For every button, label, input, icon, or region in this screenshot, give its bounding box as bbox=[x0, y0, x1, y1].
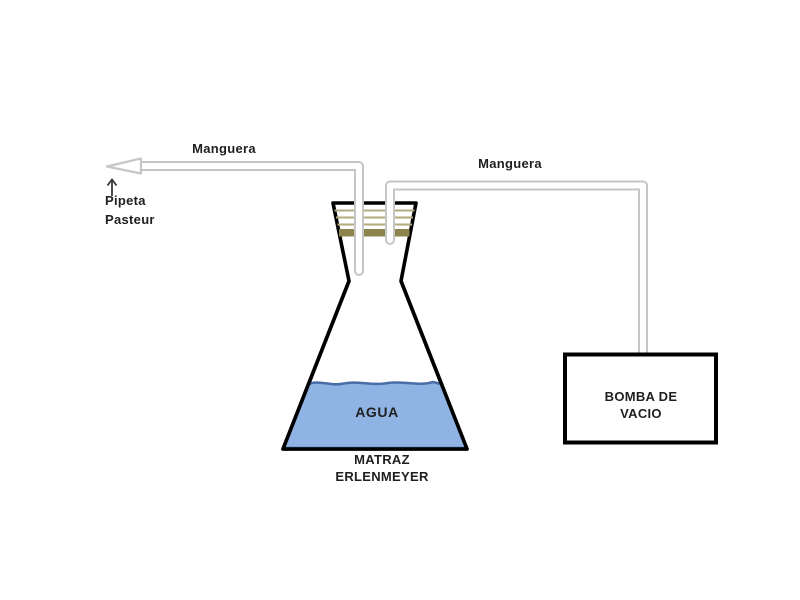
label-bomba-line1: BOMBA DE bbox=[604, 389, 678, 404]
label-pipeta-line2: Pasteur bbox=[105, 212, 155, 227]
hose-left-bore bbox=[138, 163, 362, 274]
label-pipeta-line1: Pipeta bbox=[105, 193, 146, 208]
hose-right bbox=[385, 180, 648, 361]
pipette-pointer-arrowhead bbox=[106, 178, 118, 187]
pasteur-pipette bbox=[105, 157, 143, 175]
water bbox=[282, 380, 468, 450]
hose-left bbox=[136, 161, 364, 276]
hose-right-bore bbox=[387, 182, 646, 359]
stopper-band bbox=[339, 229, 410, 237]
label-manguera-left: Manguera bbox=[192, 141, 256, 156]
label-bomba-line2: VACIO bbox=[620, 406, 662, 421]
erlenmeyer-flask-lower-outline bbox=[281, 280, 469, 451]
label-matraz-line1: MATRAZ bbox=[354, 452, 410, 467]
label-matraz-line2: ERLENMEYER bbox=[335, 469, 429, 484]
label-agua: AGUA bbox=[355, 404, 399, 420]
label-manguera-right: Manguera bbox=[478, 156, 542, 171]
vacuum-pump-box bbox=[563, 352, 718, 445]
